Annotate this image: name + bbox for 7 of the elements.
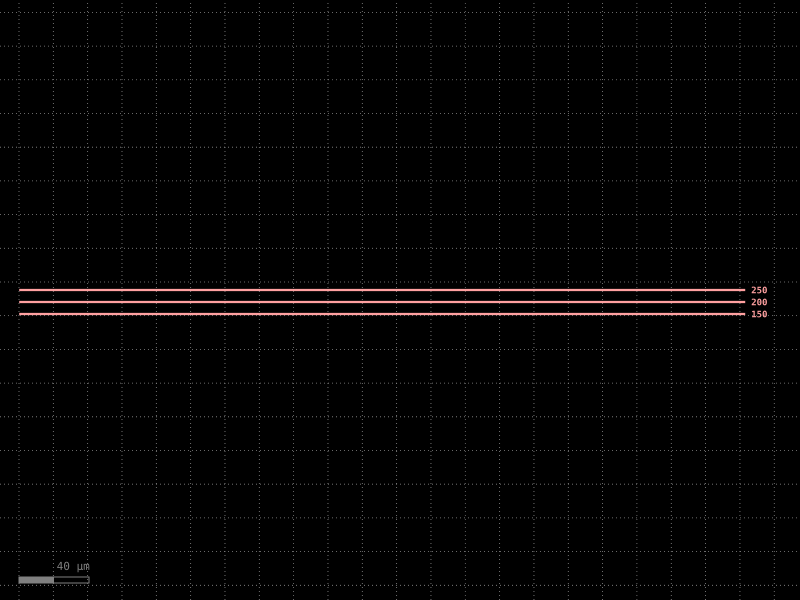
waveguide-label: 250 (752, 286, 767, 294)
waveguide-label: 200 (752, 298, 767, 306)
scale-label: 40 µm (57, 562, 90, 572)
waveguide (19, 312, 746, 316)
waveguide (19, 300, 746, 304)
waveguide (19, 288, 746, 292)
waveguide-label: 150 (752, 310, 767, 318)
